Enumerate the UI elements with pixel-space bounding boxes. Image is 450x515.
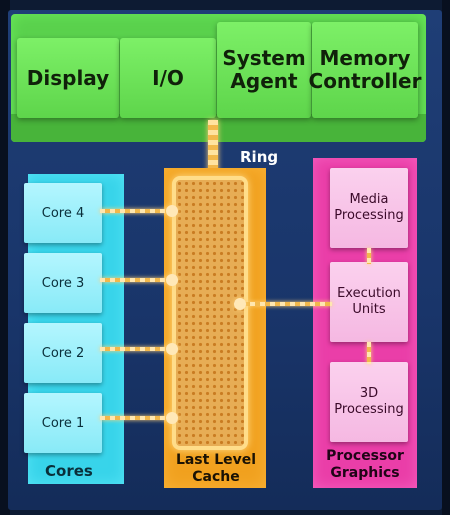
cores-label: Cores — [45, 462, 93, 480]
core-4-label: Core 4 — [41, 205, 85, 221]
graphics-label: Processor Graphics — [326, 448, 404, 481]
core-3-block: Core 3 — [24, 253, 102, 313]
display-block: Display — [17, 38, 119, 118]
execution-units-block: Execution Units — [330, 262, 408, 342]
core-2-connector — [100, 347, 172, 351]
ring-label: Ring — [240, 148, 279, 166]
cache-ring-bus — [172, 176, 248, 450]
exec-to-3d-link — [367, 342, 371, 364]
core-2-label: Core 2 — [41, 345, 85, 361]
core-3-connector — [100, 278, 172, 282]
3d-processing-label: 3D Processing — [334, 386, 404, 417]
core-2-block: Core 2 — [24, 323, 102, 383]
core-1-ring-stop — [166, 412, 178, 424]
memory-controller-block: Memory Controller — [309, 22, 421, 118]
media-to-exec-link — [367, 248, 371, 264]
io-label: I/O — [152, 65, 184, 90]
core-3-ring-stop — [166, 274, 178, 286]
execution-units-label: Execution Units — [337, 286, 401, 317]
graphics-connector — [240, 302, 332, 306]
system-agent-label: System Agent — [222, 46, 306, 93]
display-label: Display — [26, 65, 110, 90]
core-2-ring-stop — [166, 343, 178, 355]
core-4-connector — [100, 209, 172, 213]
system-agent-block: System Agent — [217, 22, 311, 118]
frame-border-right — [442, 0, 450, 515]
core-1-block: Core 1 — [24, 393, 102, 453]
uncore-bar-shadow — [11, 114, 426, 142]
ring-stem — [208, 120, 218, 180]
graphics-ring-stop — [234, 298, 246, 310]
cache-label: Last Level Cache — [175, 452, 257, 485]
media-processing-label: Media Processing — [334, 192, 404, 223]
io-block: I/O — [120, 38, 216, 118]
memory-controller-label: Memory Controller — [308, 46, 422, 93]
frame-border-left — [0, 0, 10, 515]
core-1-connector — [100, 416, 172, 420]
core-1-label: Core 1 — [41, 415, 85, 431]
core-3-label: Core 3 — [41, 275, 85, 291]
core-4-block: Core 4 — [24, 183, 102, 243]
3d-processing-block: 3D Processing — [330, 362, 408, 442]
core-4-ring-stop — [166, 205, 178, 217]
media-processing-block: Media Processing — [330, 168, 408, 248]
